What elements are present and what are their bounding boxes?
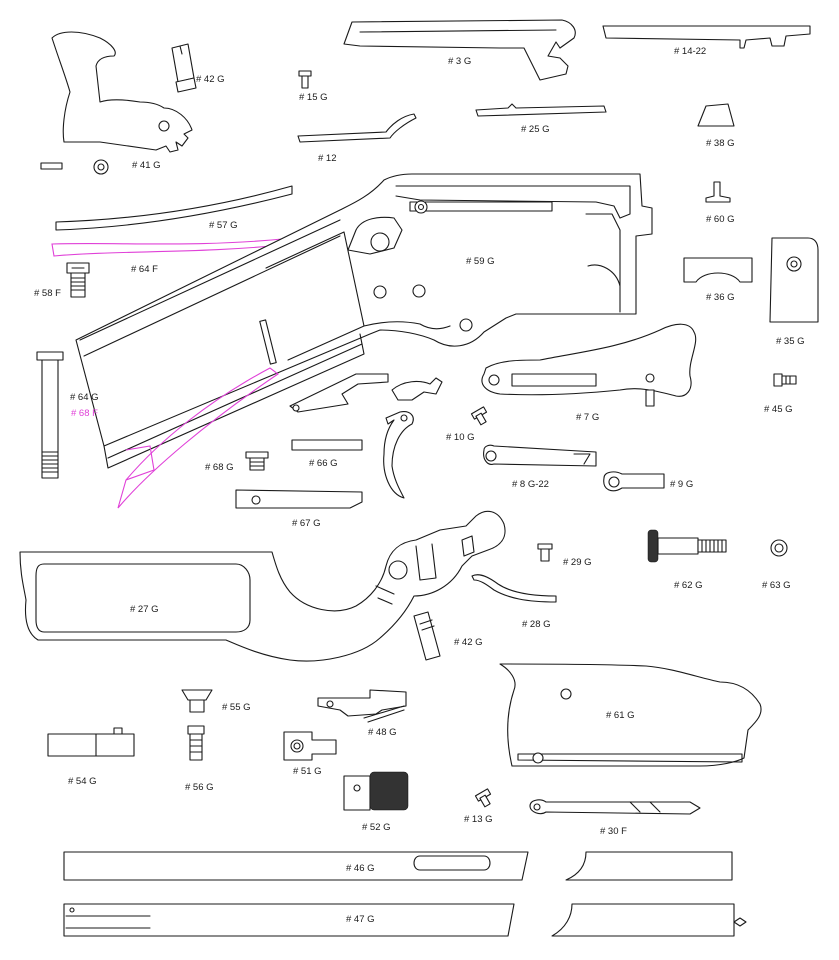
label-67: # 67 G [292,518,321,529]
label-59: # 59 G [466,256,495,267]
label-29: # 29 G [563,557,592,568]
part-42-screw-bottom [413,611,441,661]
label-54: # 54 G [68,776,97,787]
label-9: # 9 G [670,479,693,490]
part-27-lever [19,510,506,662]
part-30-rod [529,799,701,815]
label-36: # 36 G [706,292,735,303]
part-63-nut [770,539,788,557]
part-42-screw-top [171,43,197,93]
part-41-hammer [40,31,193,175]
part-carrier-lever [289,373,389,413]
part-35-plate [769,237,819,323]
part-58-screw [66,262,90,298]
part-48-block [317,689,407,723]
label-64g: # 64 G [70,392,99,403]
part-13-screw [474,788,492,808]
label-28: # 28 G [522,619,551,630]
part-trigger [383,411,414,499]
part-28-spring [471,574,557,603]
part-3-lever [343,19,576,81]
label-42-bottom: # 42 G [454,637,483,648]
label-8-22: # 8 G-22 [512,479,549,490]
label-51: # 51 G [293,766,322,777]
part-14-22-bar [602,25,811,49]
label-68f: # 68 F [71,408,98,419]
label-55: # 55 G [222,702,251,713]
part-36-block [683,257,753,283]
label-68g: # 68 G [205,462,234,473]
label-56: # 56 G [185,782,214,793]
part-hook [391,377,443,401]
part-52-knurled [343,771,409,811]
label-13: # 13 G [464,814,493,825]
part-59-receiver [75,173,653,469]
label-14-22: # 14-22 [674,46,706,57]
label-62: # 62 G [674,580,703,591]
label-58: # 58 F [34,288,61,299]
part-9-link [603,471,665,492]
label-66: # 66 G [309,458,338,469]
label-35: # 35 G [776,336,805,347]
label-7: # 7 G [576,412,599,423]
label-63: # 63 G [762,580,791,591]
part-12-spring [297,113,417,143]
part-labels: # 42 G # 15 G # 3 G # 14-22 # 41 G # 12 … [34,46,805,925]
part-47-bar [63,903,747,937]
part-61-plate [499,663,762,767]
part-68f-spring [117,367,279,509]
label-52: # 52 G [362,822,391,833]
part-56-screw [187,725,205,761]
label-48: # 48 G [368,727,397,738]
part-60-sight [705,181,731,203]
part-66-bar [291,439,363,451]
label-61: # 61 G [606,710,635,721]
label-42-top: # 42 G [196,74,225,85]
label-10: # 10 G [446,432,475,443]
part-62-screw [647,529,727,563]
label-41: # 41 G [132,160,161,171]
part-10-screw [470,406,488,426]
label-64f: # 64 F [131,264,158,275]
label-60: # 60 G [706,214,735,225]
part-64g-pin [36,351,64,479]
part-54-block [47,727,135,757]
label-30: # 30 F [600,826,627,837]
part-67-bar [235,489,363,509]
part-51-block [283,731,337,761]
label-47: # 47 G [346,914,375,925]
part-55-screw [181,689,213,713]
part-7-lever [481,323,697,407]
part-68-screw [245,451,269,471]
label-25: # 25 G [521,124,550,135]
label-3: # 3 G [448,56,471,67]
part-25-rod [475,103,607,117]
label-12: # 12 [318,153,337,164]
label-46: # 46 G [346,863,375,874]
label-57: # 57 G [209,220,238,231]
part-8-22-link [483,444,597,467]
part-38-sight [697,103,735,127]
part-45-screw [773,373,797,387]
part-57-spring [55,185,293,231]
label-45: # 45 G [764,404,793,415]
label-27: # 27 G [130,604,159,615]
label-38: # 38 G [706,138,735,149]
label-15: # 15 G [299,92,328,103]
part-46-forend [63,851,733,881]
part-29-screw [537,543,553,562]
part-15-screw [298,70,312,89]
